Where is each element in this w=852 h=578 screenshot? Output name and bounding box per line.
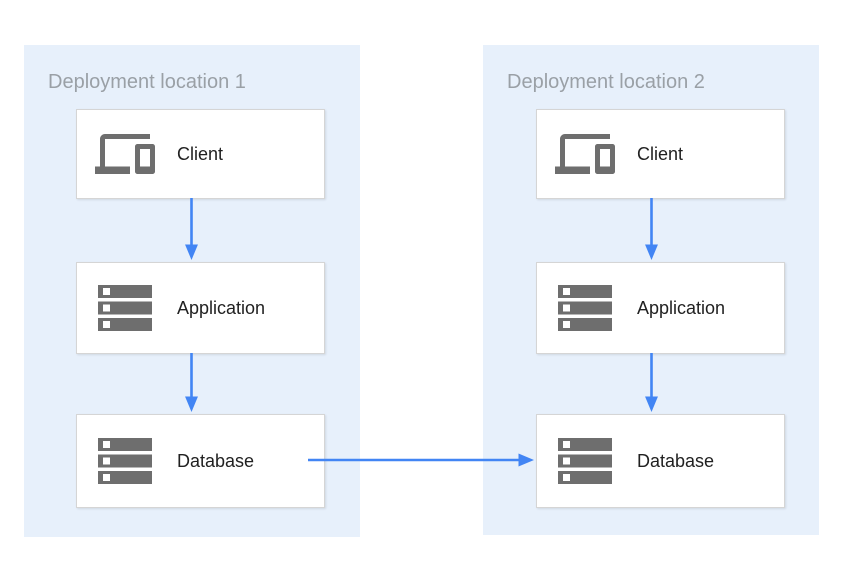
panel-title: Deployment location 1 — [48, 71, 246, 93]
devices-icon — [95, 124, 155, 184]
devices-icon — [555, 124, 615, 184]
node-label: Client — [177, 143, 224, 164]
node-label: Client — [637, 143, 684, 164]
node-database-2: Database — [536, 414, 785, 508]
server-stack-icon — [555, 285, 615, 331]
node-label: Application — [177, 297, 266, 318]
node-client-2: Client — [536, 109, 785, 199]
node-label: Database — [637, 450, 715, 471]
node-application-2: Application — [536, 262, 785, 354]
panel-title: Deployment location 2 — [507, 71, 705, 93]
server-stack-icon — [95, 438, 155, 484]
server-stack-icon — [555, 438, 615, 484]
node-client-1: Client — [76, 109, 325, 199]
panel-deployment-location-1: Deployment location 1 Client — [24, 45, 360, 537]
node-label: Application — [637, 297, 726, 318]
panel-deployment-location-2: Deployment location 2 Client — [483, 45, 819, 535]
node-label: Database — [177, 450, 255, 471]
node-application-1: Application — [76, 262, 325, 354]
server-stack-icon — [95, 285, 155, 331]
node-database-1: Database — [76, 414, 325, 508]
